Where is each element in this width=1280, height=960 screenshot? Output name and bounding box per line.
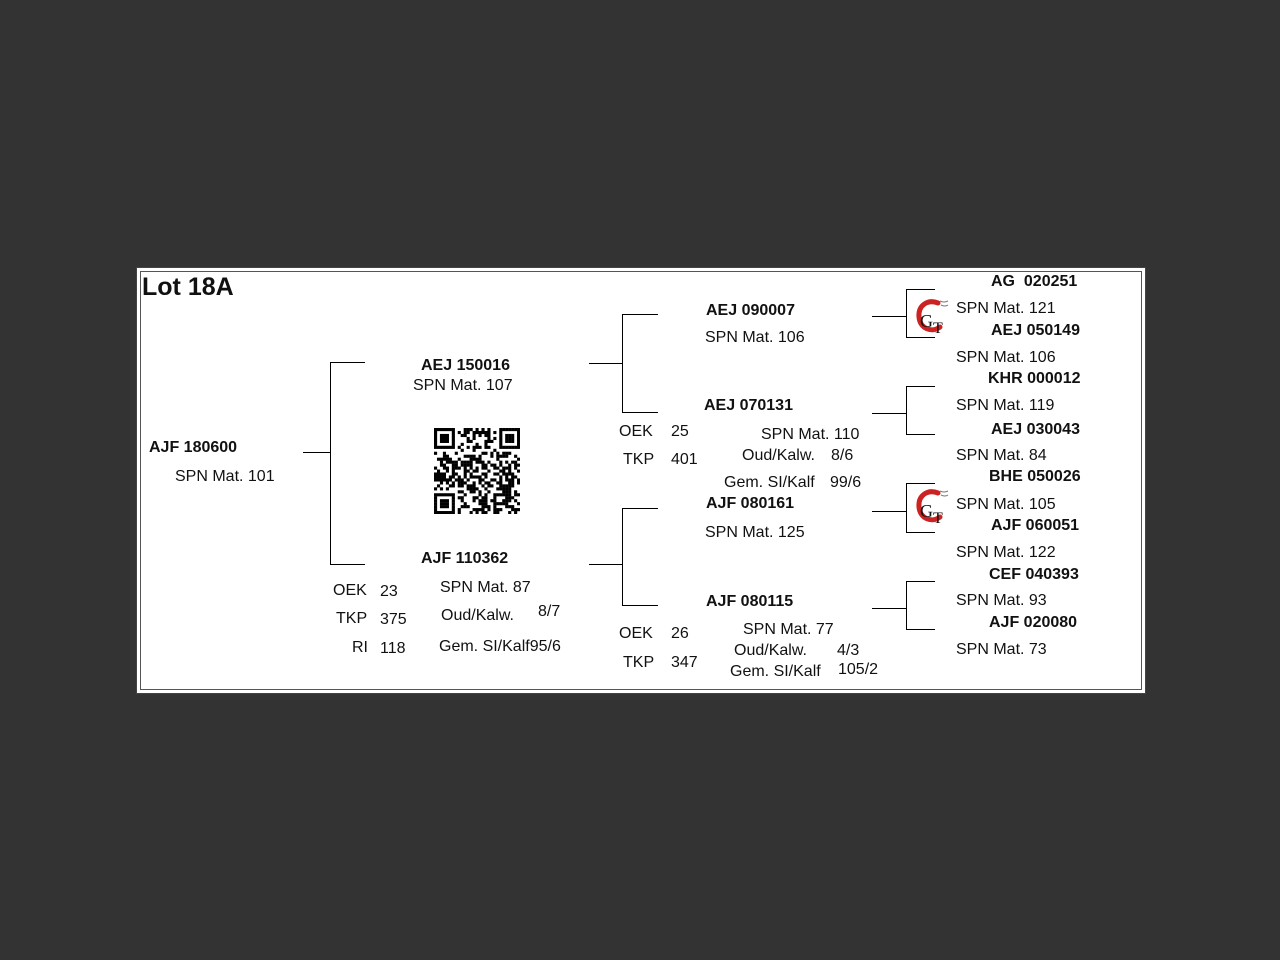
dam-id: AJF 110362	[421, 550, 509, 567]
gt-logo-icon: G T	[916, 299, 949, 337]
dam-spn: SPN Mat. 87	[440, 579, 531, 596]
connector-line	[906, 483, 907, 533]
dam-dam-oek-value: 26	[671, 625, 689, 642]
ggp-id: AG 020251	[991, 273, 1078, 290]
connector-line	[622, 605, 658, 606]
dam-dam-spn: SPN Mat. 77	[743, 621, 834, 638]
connector-line	[330, 362, 331, 565]
svg-text:G: G	[920, 501, 933, 521]
dam-dam-tkp-label: TKP	[623, 654, 655, 671]
ggp-spn: SPN Mat. 73	[956, 641, 1047, 658]
subject-id: AJF 180600	[149, 439, 238, 456]
sire-dam-tkp-value: 401	[671, 451, 698, 468]
pedigree-card: Lot 18A AJF 180600 SPN Mat. 101 AEJ 1500…	[136, 267, 1146, 694]
ggp-spn: SPN Mat. 93	[956, 592, 1047, 609]
sire-dam-oek-label: OEK	[619, 423, 653, 440]
connector-line	[906, 337, 935, 338]
dam-oud-label: Oud/Kalw.	[441, 607, 514, 624]
ggp-spn: SPN Mat. 84	[956, 447, 1047, 464]
dam-tkp-label: TKP	[336, 610, 368, 627]
connector-line	[906, 629, 935, 630]
ggp-spn: SPN Mat. 105	[956, 496, 1056, 513]
sire-dam-oud-label: Oud/Kalw.	[742, 447, 815, 464]
ggp-spn: SPN Mat. 106	[956, 349, 1056, 366]
connector-line	[906, 581, 907, 630]
connector-line	[906, 483, 935, 484]
ggp-id: AJF 020080	[989, 614, 1078, 631]
dam-dam-id: AJF 080115	[706, 593, 794, 610]
dam-oud-value: 8/7	[538, 603, 561, 620]
sire-dam-oud-value: 8/6	[831, 447, 854, 464]
svg-text:T: T	[933, 320, 943, 337]
dam-tkp-value: 375	[380, 611, 407, 628]
ggp-spn: SPN Mat. 122	[956, 544, 1056, 561]
sire-dam-spn: SPN Mat. 110	[761, 426, 860, 443]
dam-sire-id: AJF 080161	[706, 495, 795, 512]
dam-dam-tkp-value: 347	[671, 654, 698, 671]
connector-line	[303, 452, 331, 453]
sire-dam-id: AEJ 070131	[704, 397, 793, 414]
lot-title: Lot 18A	[142, 273, 234, 301]
ggp-id: BHE 050026	[989, 468, 1081, 485]
dam-dam-gem-value: 105/2	[838, 661, 879, 678]
dam-ri-value: 118	[380, 640, 406, 657]
dam-dam-oud-value: 4/3	[837, 642, 860, 659]
dam-dam-oud-label: Oud/Kalw.	[734, 642, 807, 659]
ggp-spn: SPN Mat. 119	[956, 397, 1055, 414]
sire-dam-gem-label: Gem. SI/Kalf	[724, 474, 815, 491]
svg-text:G: G	[920, 311, 933, 331]
svg-text:T: T	[933, 510, 943, 527]
dam-sire-spn: SPN Mat. 125	[705, 524, 805, 541]
ggp-id: AEJ 030043	[991, 421, 1080, 438]
sire-dam-oek-value: 25	[671, 423, 689, 440]
connector-line	[906, 386, 907, 435]
connector-line	[622, 314, 658, 315]
connector-line	[906, 289, 935, 290]
sire-id: AEJ 150016	[421, 357, 510, 374]
connector-line	[872, 511, 907, 512]
connector-line	[906, 289, 907, 338]
dam-oek-value: 23	[380, 583, 398, 600]
sire-spn: SPN Mat. 107	[413, 377, 513, 394]
dam-dam-oek-label: OEK	[619, 625, 653, 642]
sire-sire-id: AEJ 090007	[706, 302, 795, 319]
gt-logo-icon: G T	[916, 489, 949, 527]
connector-line	[589, 363, 623, 364]
connector-line	[622, 412, 658, 413]
connector-line	[622, 314, 623, 413]
ggp-spn: SPN Mat. 121	[956, 300, 1056, 317]
connector-line	[330, 362, 365, 363]
connector-line	[906, 386, 935, 387]
ggp-id: AEJ 050149	[991, 322, 1080, 339]
connector-line	[622, 508, 623, 606]
connector-line	[330, 564, 365, 565]
connector-line	[906, 434, 935, 435]
subject-spn: SPN Mat. 101	[175, 468, 275, 485]
dam-oek-label: OEK	[333, 582, 367, 599]
connector-line	[872, 608, 907, 609]
dam-dam-gem-label: Gem. SI/Kalf	[730, 663, 821, 680]
connector-line	[622, 508, 658, 509]
pedigree-inner-border	[140, 271, 1142, 690]
dam-ri-label: RI	[352, 639, 368, 656]
connector-line	[872, 413, 907, 414]
ggp-id: CEF 040393	[989, 566, 1079, 583]
sire-sire-spn: SPN Mat. 106	[705, 329, 805, 346]
ggp-id: AJF 060051	[991, 517, 1080, 534]
sire-dam-gem-value: 99/6	[830, 474, 862, 491]
connector-line	[906, 581, 935, 582]
connector-line	[906, 532, 935, 533]
sire-dam-tkp-label: TKP	[623, 451, 655, 468]
connector-line	[872, 316, 907, 317]
qr-code-icon	[434, 428, 520, 514]
connector-line	[589, 564, 623, 565]
ggp-id: KHR 000012	[988, 370, 1081, 387]
dam-gem-label: Gem. SI/Kalf95/6	[439, 638, 561, 655]
